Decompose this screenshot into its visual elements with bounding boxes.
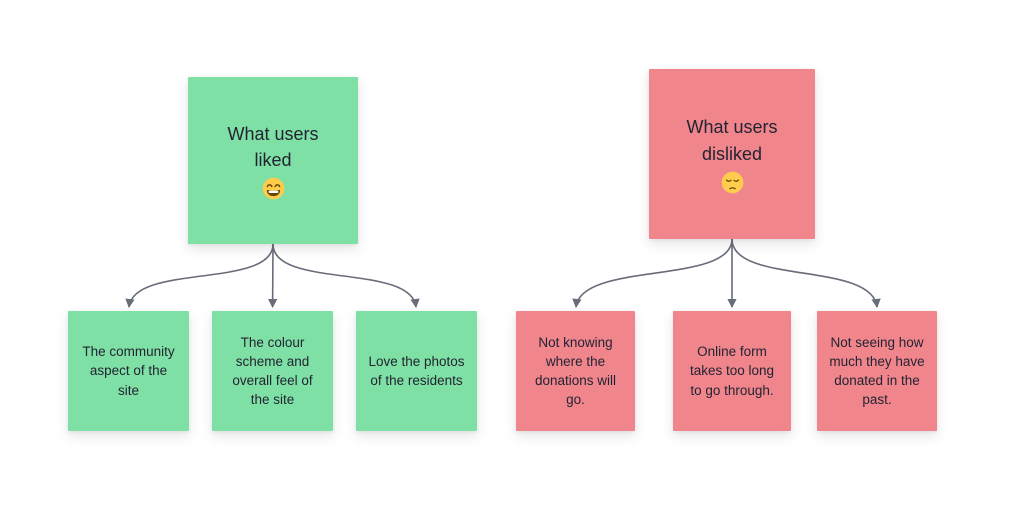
note-text: Not knowing where the donations will go.	[534, 334, 617, 408]
sticky-note-not-knowing-donations[interactable]: Not knowing where the donations will go.	[516, 311, 635, 431]
note-text: Love the photos of the residents	[368, 353, 465, 388]
pensive-face-emoji	[721, 171, 743, 193]
connector-disliked-right	[731, 238, 881, 308]
connector-liked-left	[125, 243, 274, 308]
note-title: What users disliked	[686, 117, 778, 164]
sticky-note-photos-of-residents[interactable]: Love the photos of the residents	[356, 311, 477, 431]
sticky-note-what-users-disliked[interactable]: What users disliked	[649, 69, 815, 239]
sticky-note-online-form-too-long[interactable]: Online form takes too long to go through…	[673, 311, 791, 431]
note-text: The colour scheme and overall feel of th…	[232, 334, 313, 408]
note-title: What users liked	[227, 123, 319, 170]
sticky-note-not-seeing-donated[interactable]: Not seeing how much they have donated in…	[817, 311, 937, 431]
connector-group	[125, 238, 881, 308]
note-text: Online form takes too long to go through…	[689, 344, 775, 398]
note-text: The community aspect of the site	[82, 344, 175, 398]
beaming-face-with-smiling-eyes-emoji	[262, 177, 284, 200]
sticky-note-what-users-liked[interactable]: What users liked	[188, 77, 358, 244]
sticky-note-community-aspect[interactable]: The community aspect of the site	[68, 311, 189, 431]
connector-disliked-left	[572, 238, 733, 308]
sticky-note-colour-scheme[interactable]: The colour scheme and overall feel of th…	[212, 311, 333, 431]
note-text: Not seeing how much they have donated in…	[829, 334, 925, 408]
connector-liked-right	[272, 243, 420, 308]
